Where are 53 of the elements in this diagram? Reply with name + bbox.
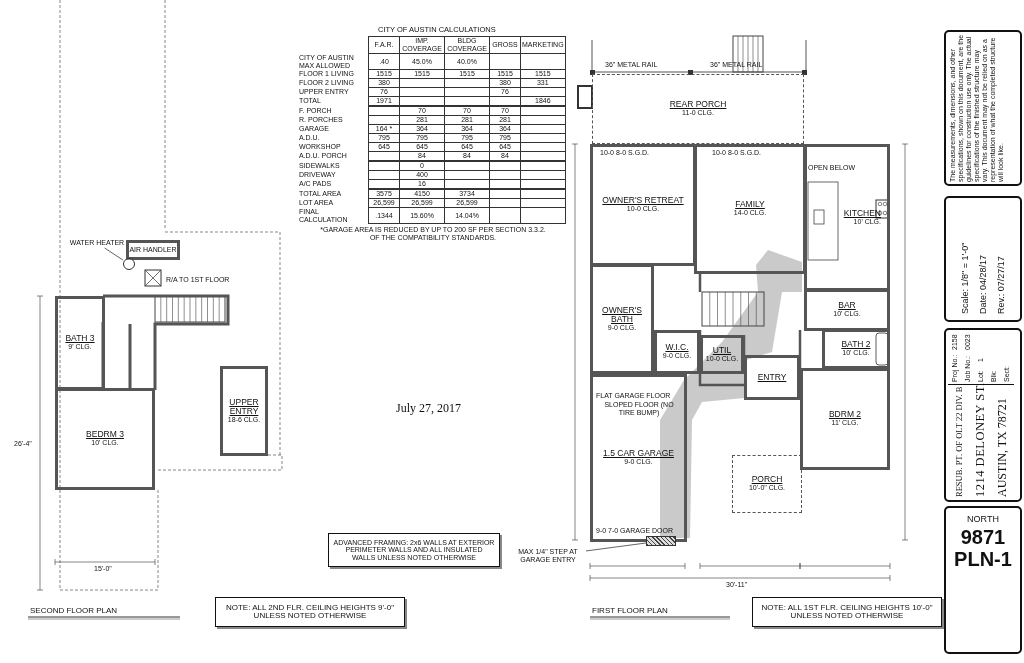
plan-title: SECOND FLOOR PLAN bbox=[30, 606, 118, 616]
room-label: FAMILY bbox=[735, 200, 765, 210]
room-label: 1.5 CAR GARAGE bbox=[603, 449, 674, 459]
title-block-text: Rev.: 07/27/17 bbox=[995, 255, 1007, 314]
date-text: July 27, 2017 bbox=[396, 402, 461, 416]
title-block-text: Date: 04/28/17 bbox=[977, 253, 989, 314]
room-label: BATH 3 bbox=[65, 334, 95, 344]
leader-line bbox=[585, 542, 647, 552]
room-outline bbox=[220, 366, 268, 456]
room-label: BATH 2 bbox=[841, 340, 871, 350]
room-outline bbox=[822, 329, 890, 369]
room-outline bbox=[744, 355, 800, 400]
room-label: UPPER ENTRY bbox=[228, 397, 260, 416]
room-label: OWNER'S BATH bbox=[601, 305, 643, 324]
room-label: OWNER'S RETREAT bbox=[602, 196, 684, 206]
room-label: REAR PORCH bbox=[669, 100, 727, 110]
porch-outline bbox=[732, 455, 802, 513]
room-label: KITCHEN bbox=[843, 208, 881, 218]
plan-title: FIRST FLOOR PLAN bbox=[592, 606, 668, 616]
water-heater-symbol bbox=[123, 258, 135, 270]
sheet-number: PLN-1 bbox=[953, 548, 1013, 571]
room-label: W.I.C. bbox=[665, 343, 689, 353]
room-outline bbox=[694, 144, 806, 274]
room-label: BAR bbox=[838, 301, 856, 311]
room-outline bbox=[654, 330, 700, 374]
room-label: BEDRM 3 bbox=[86, 430, 124, 440]
leader-line bbox=[104, 247, 124, 261]
room-label: UTIL bbox=[712, 345, 732, 355]
room-outline bbox=[126, 240, 180, 260]
porch-outline bbox=[592, 74, 804, 144]
room-label: BDRM 2 bbox=[828, 410, 862, 420]
room-label: ENTRY bbox=[757, 373, 787, 382]
note-box bbox=[328, 533, 500, 567]
note-text: NOTE: ALL 2ND FLR. CEILING HEIGHTS 9'-0" UNLESS NOTED OTHERWISE bbox=[224, 603, 396, 621]
address-text: AUSTIN, TX 78721 bbox=[994, 397, 1010, 497]
note-text: NOTE: ALL 1ST FLR. CEILING HEIGHTS 10'-0" UNLESS NOTED OTHERWISE bbox=[760, 603, 934, 621]
plan-number: 9871 bbox=[959, 526, 1007, 549]
room-outline bbox=[55, 296, 105, 390]
room-outline bbox=[590, 374, 687, 542]
room-outline bbox=[804, 289, 890, 331]
room-outline bbox=[590, 264, 654, 374]
north-text: NORTH bbox=[966, 514, 1000, 524]
room-outline bbox=[590, 144, 696, 266]
room-label: PORCH bbox=[751, 475, 783, 485]
title-block-text: Scale: 1/8" = 1'-0" bbox=[959, 241, 971, 314]
room-outline bbox=[55, 388, 155, 490]
note-box bbox=[752, 597, 942, 627]
note-box bbox=[215, 597, 405, 627]
room-outline bbox=[700, 335, 744, 374]
room-outline bbox=[800, 368, 890, 470]
address-text: RESUB. PT. OF OLT 22 DIV. B bbox=[953, 385, 965, 497]
step-hatch-area bbox=[646, 536, 676, 546]
room-outline bbox=[804, 144, 890, 291]
